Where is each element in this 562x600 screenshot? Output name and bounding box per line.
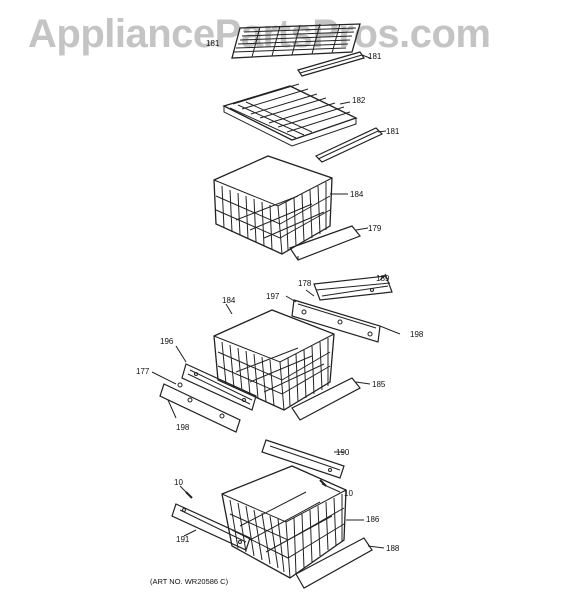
leader-179 [355, 227, 369, 231]
callout-10-right: 10 [344, 489, 353, 498]
slide-rail-191 [171, 503, 251, 551]
leader-196 [175, 345, 187, 363]
leader-177 [151, 371, 177, 385]
wire-basket-186 [221, 465, 347, 579]
drawer-front-185 [291, 377, 361, 421]
slide-bracket-198-right [291, 299, 401, 343]
shelf-trim-181-top [297, 51, 365, 77]
callout-181-mid: 181 [386, 127, 400, 136]
leader-178 [305, 289, 315, 297]
callout-181-shelf: 181 [206, 39, 220, 48]
watermark-text: AppliancePartsPros.com [28, 12, 491, 56]
callout-197: 197 [266, 292, 280, 301]
leader-191 [183, 529, 197, 537]
screw-10-right [319, 479, 327, 487]
drawer-front-179 [289, 225, 361, 261]
leader-189 [379, 273, 387, 281]
leader-198-left [167, 399, 177, 419]
callout-184-mid: 184 [222, 296, 236, 305]
callout-185: 185 [372, 380, 386, 389]
callout-198-left: 198 [176, 423, 190, 432]
leader-181-top [361, 54, 371, 59]
wire-basket-184-top [213, 155, 333, 255]
callout-189: 189 [376, 274, 390, 283]
leader-197 [285, 295, 297, 303]
callout-10-left: 10 [174, 478, 183, 487]
leader-184-mid [225, 303, 233, 315]
callout-181-top: 181 [368, 52, 382, 61]
slide-rail-196-left [181, 363, 257, 411]
wire-shelf-182 [222, 83, 358, 147]
wire-basket-184-mid [213, 309, 335, 411]
leader-188 [367, 545, 385, 549]
callout-177: 177 [136, 367, 150, 376]
callout-179: 179 [368, 224, 382, 233]
slide-rail-190 [261, 439, 345, 479]
callout-182: 182 [352, 96, 366, 105]
callout-196: 196 [160, 337, 174, 346]
callout-191: 191 [176, 535, 190, 544]
top-wire-shelf [231, 23, 361, 59]
art-number: (ART NO. WR20586 C) [150, 577, 229, 586]
callout-178: 178 [298, 279, 312, 288]
callout-184-top: 184 [350, 190, 364, 199]
leader-182 [339, 101, 351, 105]
callout-198-right: 198 [410, 330, 424, 339]
callout-190: 190 [336, 448, 350, 457]
leader-10-left [179, 485, 189, 495]
drawer-front-188 [295, 537, 373, 589]
leader-181-mid [377, 130, 387, 133]
shelf-trim-181-mid [314, 127, 384, 163]
slide-rail-189 [313, 275, 393, 301]
screw-177 [177, 382, 183, 388]
callout-188: 188 [386, 544, 400, 553]
callout-186: 186 [366, 515, 380, 524]
leader-185 [355, 381, 371, 385]
slide-bracket-198-left [159, 383, 241, 433]
